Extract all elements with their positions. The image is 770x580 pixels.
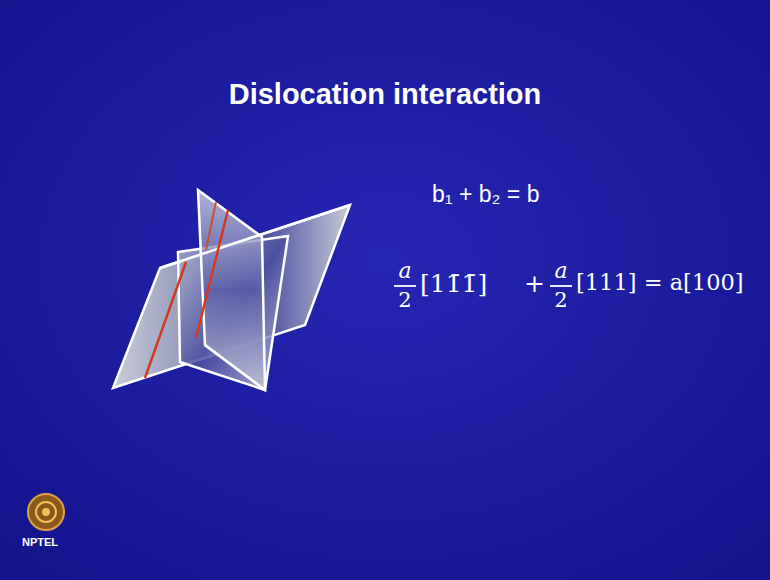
dislocation-line [145,262,186,378]
title-text: Dislocation interaction [229,78,542,110]
slide-title: Dislocation interaction [229,80,542,109]
fraction-numerator-text: a [398,258,411,283]
burgers-vector-text: [11̄1̄] [420,269,487,298]
dislocation-line [196,210,228,338]
fraction-denominator: 2 [398,290,411,311]
plus-sign: + [524,271,545,296]
fraction-bar [394,285,416,287]
dislocation-line [206,202,216,250]
plane-edge [205,345,265,390]
fraction-numerator: a [554,260,567,282]
vector-sum-text: b₁ + b₂ = b [432,181,540,207]
fraction-bar [550,285,572,287]
plus-sign-text: + [524,269,545,298]
logo-text-text: NPTEL [22,536,58,548]
fraction-numerator: a [398,260,411,282]
fraction-denominator: 2 [554,290,567,311]
burgers-vector: [111] = a[100] [576,271,744,294]
fraction-denominator-text: 2 [398,288,411,312]
nptel-logo [28,494,64,530]
burgers-vector: [11̄1̄] [420,271,487,296]
fraction-denominator-text: 2 [554,288,567,312]
logo-text: NPTEL [22,537,58,548]
plane-edge [160,205,350,268]
vector-sum: b₁ + b₂ = b [432,183,540,206]
burgers-vector-text: [111] = a[100] [576,269,744,295]
fraction-numerator-text: a [554,258,567,283]
